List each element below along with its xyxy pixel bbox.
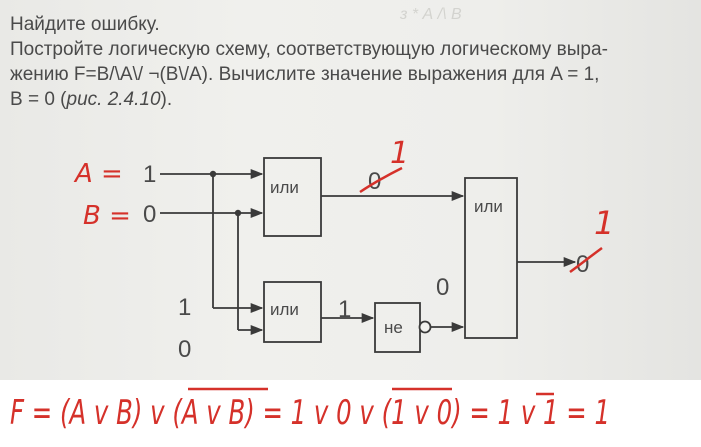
formula-text: F = (A v B) v (A v B) = 1 v 0 v (1 v 0) … bbox=[10, 393, 610, 433]
handwritten-correction-output: 1 bbox=[594, 204, 614, 242]
handwritten-correction-or1: 1 bbox=[390, 136, 409, 171]
strike-mark-final-output bbox=[569, 246, 603, 274]
logic-circuit-diagram: 1 0 или или или не 0 1 0 1 0 0 A = B = 1… bbox=[73, 136, 614, 363]
task-line-3-suffix: ). bbox=[160, 89, 173, 110]
junction-dot-b bbox=[234, 209, 242, 217]
handwritten-formula: F = (A v B) v (A v B) = 1 v 0 v (1 v 0) … bbox=[10, 387, 610, 433]
or2-input-1-value: 1 bbox=[178, 294, 191, 321]
or-gate-3-label: или bbox=[474, 197, 503, 216]
input-b-value: 0 bbox=[143, 201, 156, 228]
figure-reference: рис. 2.4.10 bbox=[66, 89, 161, 110]
task-title: Найдите ошибку. bbox=[10, 14, 160, 35]
strike-mark-or1-output bbox=[359, 166, 403, 194]
junction-dot-a bbox=[209, 170, 217, 178]
or-gate-3 bbox=[464, 177, 518, 339]
or2-output-value: 1 bbox=[338, 296, 351, 323]
show-through-text: з * А /\ В bbox=[400, 6, 462, 23]
not-gate-label: не bbox=[384, 318, 403, 337]
or-gate-1-label: или bbox=[270, 178, 299, 197]
task-line-2: жению F=B/\A\/ ¬(B\/A). Вычислите значен… bbox=[10, 64, 600, 85]
or-gate-2 bbox=[263, 281, 322, 343]
not-output-value: 0 bbox=[436, 274, 449, 301]
task-line-1: Постройте логическую схему, соответствую… bbox=[10, 39, 608, 60]
or-gate-2-label: или bbox=[270, 300, 299, 319]
task-line-3: B = 0 (рис. 2.4.10). bbox=[10, 87, 698, 112]
task-text: Найдите ошибку. Постройте логическую схе… bbox=[10, 12, 698, 112]
or-gate-1 bbox=[263, 157, 322, 237]
input-a-value: 1 bbox=[143, 161, 156, 188]
textbook-photo: з * А /\ В Найдите ошибку. Постройте лог… bbox=[0, 0, 701, 380]
final-output-value: 0 bbox=[576, 251, 589, 278]
handwritten-label-a: A = bbox=[73, 159, 123, 189]
task-line-3-prefix: B = 0 ( bbox=[10, 89, 67, 110]
or2-input-2-value: 0 bbox=[178, 336, 191, 363]
handwritten-label-b: B = bbox=[83, 201, 131, 231]
not-gate-inversion-circle bbox=[418, 320, 432, 334]
